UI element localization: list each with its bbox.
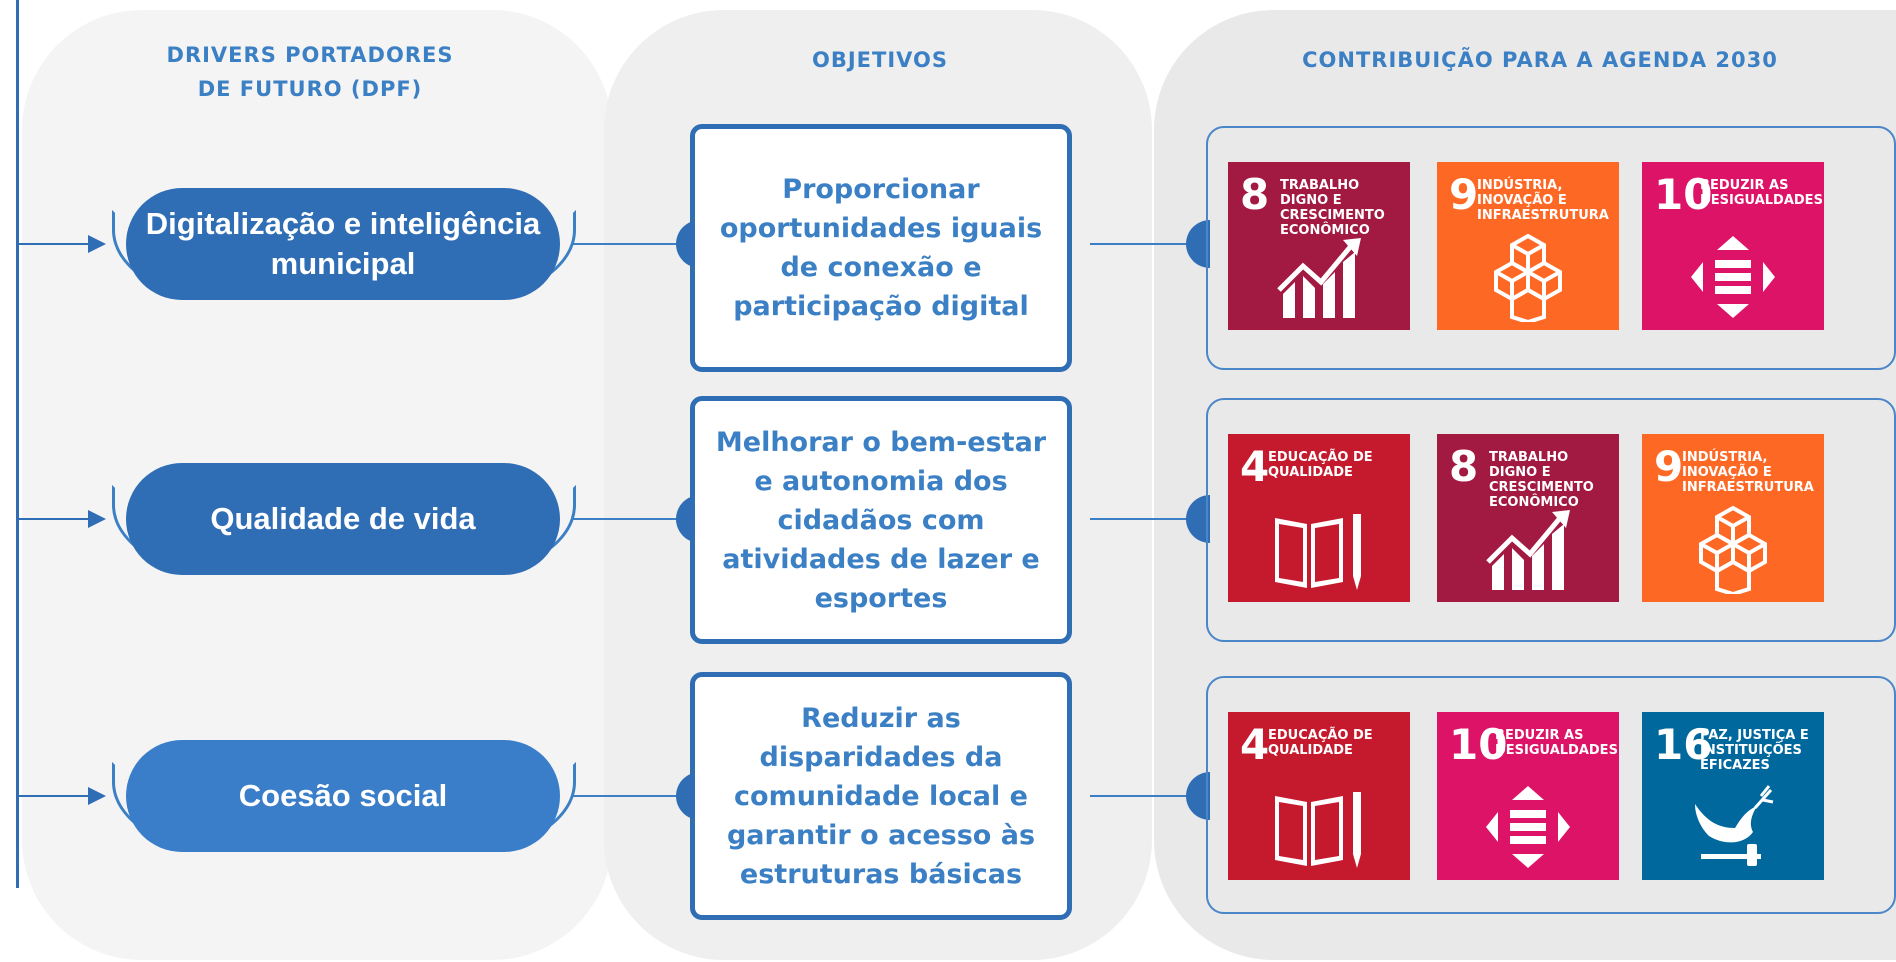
- sdg-title: Indústria, inovação e infraestrutura: [1477, 178, 1609, 223]
- sdg-tile-9[interactable]: 9Indústria, inovação e infraestrutura: [1642, 434, 1824, 602]
- arrowhead-icon: [88, 235, 106, 253]
- sdg-number: 16: [1654, 720, 1713, 769]
- sdg-tile-8[interactable]: 8Trabalho digno e crescimento econômico: [1228, 162, 1410, 330]
- objectives-header: OBJETIVOS: [811, 48, 948, 72]
- objective-box[interactable]: Reduzir as disparidades da comunidade lo…: [690, 672, 1072, 920]
- objective-box[interactable]: Melhorar o bem-estar e autonomia dos cid…: [690, 396, 1072, 644]
- arrowhead-icon: [88, 510, 106, 528]
- driver-objective-connector: [572, 243, 692, 245]
- sdg-group: [1206, 126, 1896, 370]
- driver-pill[interactable]: Digitalização e inteligência municipal: [126, 188, 560, 300]
- sdg-number: 10: [1654, 170, 1713, 219]
- objective-sdg-connector: [1090, 243, 1196, 245]
- sdg-tile-9[interactable]: 9Indústria, inovação e infraestrutura: [1437, 162, 1619, 330]
- sdg-number: 4: [1240, 442, 1270, 491]
- sdg-title: Indústria, inovação e infraestrutura: [1682, 450, 1814, 495]
- objective-sdg-connector: [1090, 795, 1196, 797]
- sdg-title: Reduzir as desigualdades: [1495, 728, 1618, 758]
- sdg-title: Educação de qualidade: [1268, 450, 1373, 480]
- objective-sdg-connector: [1090, 518, 1196, 520]
- sdg-group: [1206, 676, 1896, 914]
- driver-arrow-line: [18, 518, 90, 520]
- driver-objective-connector: [572, 518, 692, 520]
- sdg-title: Paz, justiça e instituições eficazes: [1700, 728, 1809, 773]
- driver-arrow-line: [18, 243, 90, 245]
- drivers-header: DRIVERS PORTADORES DE FUTURO (DPF): [166, 43, 454, 101]
- sdg-tile-8[interactable]: 8Trabalho digno e crescimento econômico: [1437, 434, 1619, 602]
- left-vertical-line: [16, 0, 19, 888]
- agenda-2030-header: CONTRIBUIÇÃO PARA A AGENDA 2030: [1302, 48, 1778, 72]
- driver-pill[interactable]: Coesão social: [126, 740, 560, 852]
- sdg-number: 4: [1240, 720, 1270, 769]
- objective-box[interactable]: Proporcionar oportunidades iguais de con…: [690, 124, 1072, 372]
- sdg-number: 8: [1449, 442, 1479, 491]
- sdg-number: 9: [1449, 170, 1479, 219]
- sdg-title: Trabalho digno e crescimento econômico: [1489, 450, 1594, 510]
- sdg-number: 8: [1240, 170, 1270, 219]
- sdg-tile-4[interactable]: 4Educação de qualidade: [1228, 434, 1410, 602]
- sdg-number: 10: [1449, 720, 1508, 769]
- sdg-number: 9: [1654, 442, 1684, 491]
- arrowhead-icon: [88, 787, 106, 805]
- sdg-title: Educação de qualidade: [1268, 728, 1373, 758]
- sdg-title: Trabalho digno e crescimento econômico: [1280, 178, 1385, 238]
- sdg-tile-10[interactable]: 10Reduzir as desigualdades: [1437, 712, 1619, 880]
- driver-pill[interactable]: Qualidade de vida: [126, 463, 560, 575]
- sdg-tile-16[interactable]: 16Paz, justiça e instituições eficazes: [1642, 712, 1824, 880]
- sdg-group: [1206, 398, 1896, 642]
- sdg-tile-4[interactable]: 4Educação de qualidade: [1228, 712, 1410, 880]
- driver-objective-connector: [572, 795, 692, 797]
- sdg-tile-10[interactable]: 10Reduzir as desigualdades: [1642, 162, 1824, 330]
- driver-arrow-line: [18, 795, 90, 797]
- sdg-title: Reduzir as desigualdades: [1700, 178, 1823, 208]
